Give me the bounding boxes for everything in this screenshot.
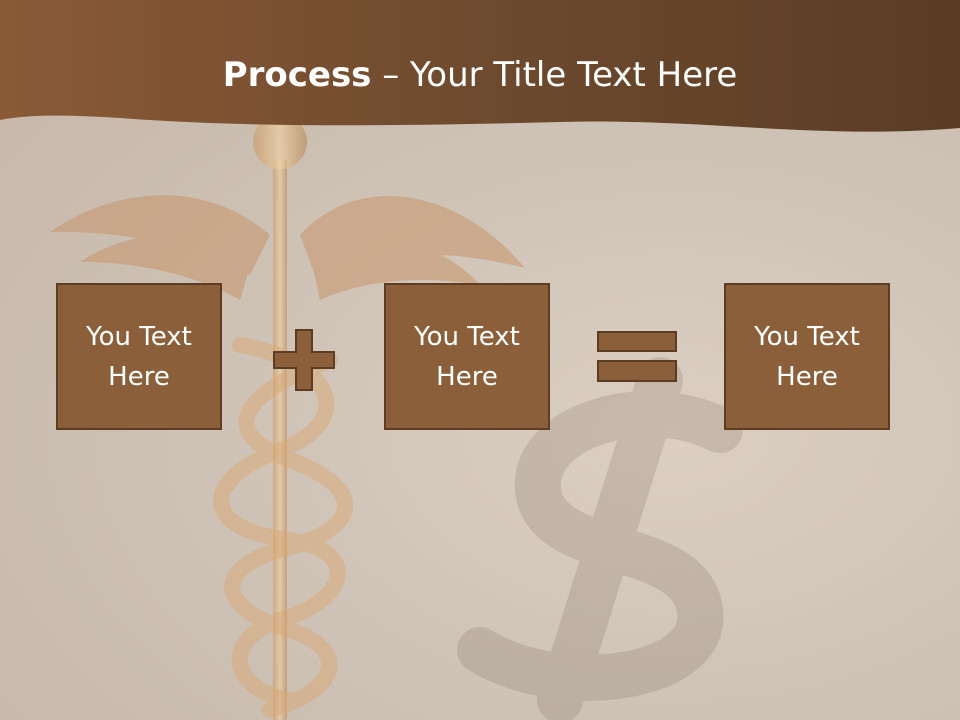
staff-orb <box>253 115 307 169</box>
wing-right <box>300 196 525 300</box>
plus-icon <box>273 329 335 391</box>
text-box-2[interactable]: You Text Here <box>384 283 550 430</box>
serpents <box>213 337 354 718</box>
title-bold: Process <box>222 55 372 95</box>
text-box-3[interactable]: You Text Here <box>724 283 890 430</box>
dollar-shadow <box>457 357 743 720</box>
title-rest: – Your Title Text Here <box>371 55 738 95</box>
header-band <box>0 0 960 132</box>
text-box-3-label: You Text Here <box>754 321 860 392</box>
staff <box>273 160 287 720</box>
slide-title: Process – Your Title Text Here <box>0 52 960 98</box>
text-box-1-label: You Text Here <box>86 321 192 392</box>
equals-icon <box>597 331 677 382</box>
text-box-2-label: You Text Here <box>414 321 520 392</box>
text-box-1[interactable]: You Text Here <box>56 283 222 430</box>
